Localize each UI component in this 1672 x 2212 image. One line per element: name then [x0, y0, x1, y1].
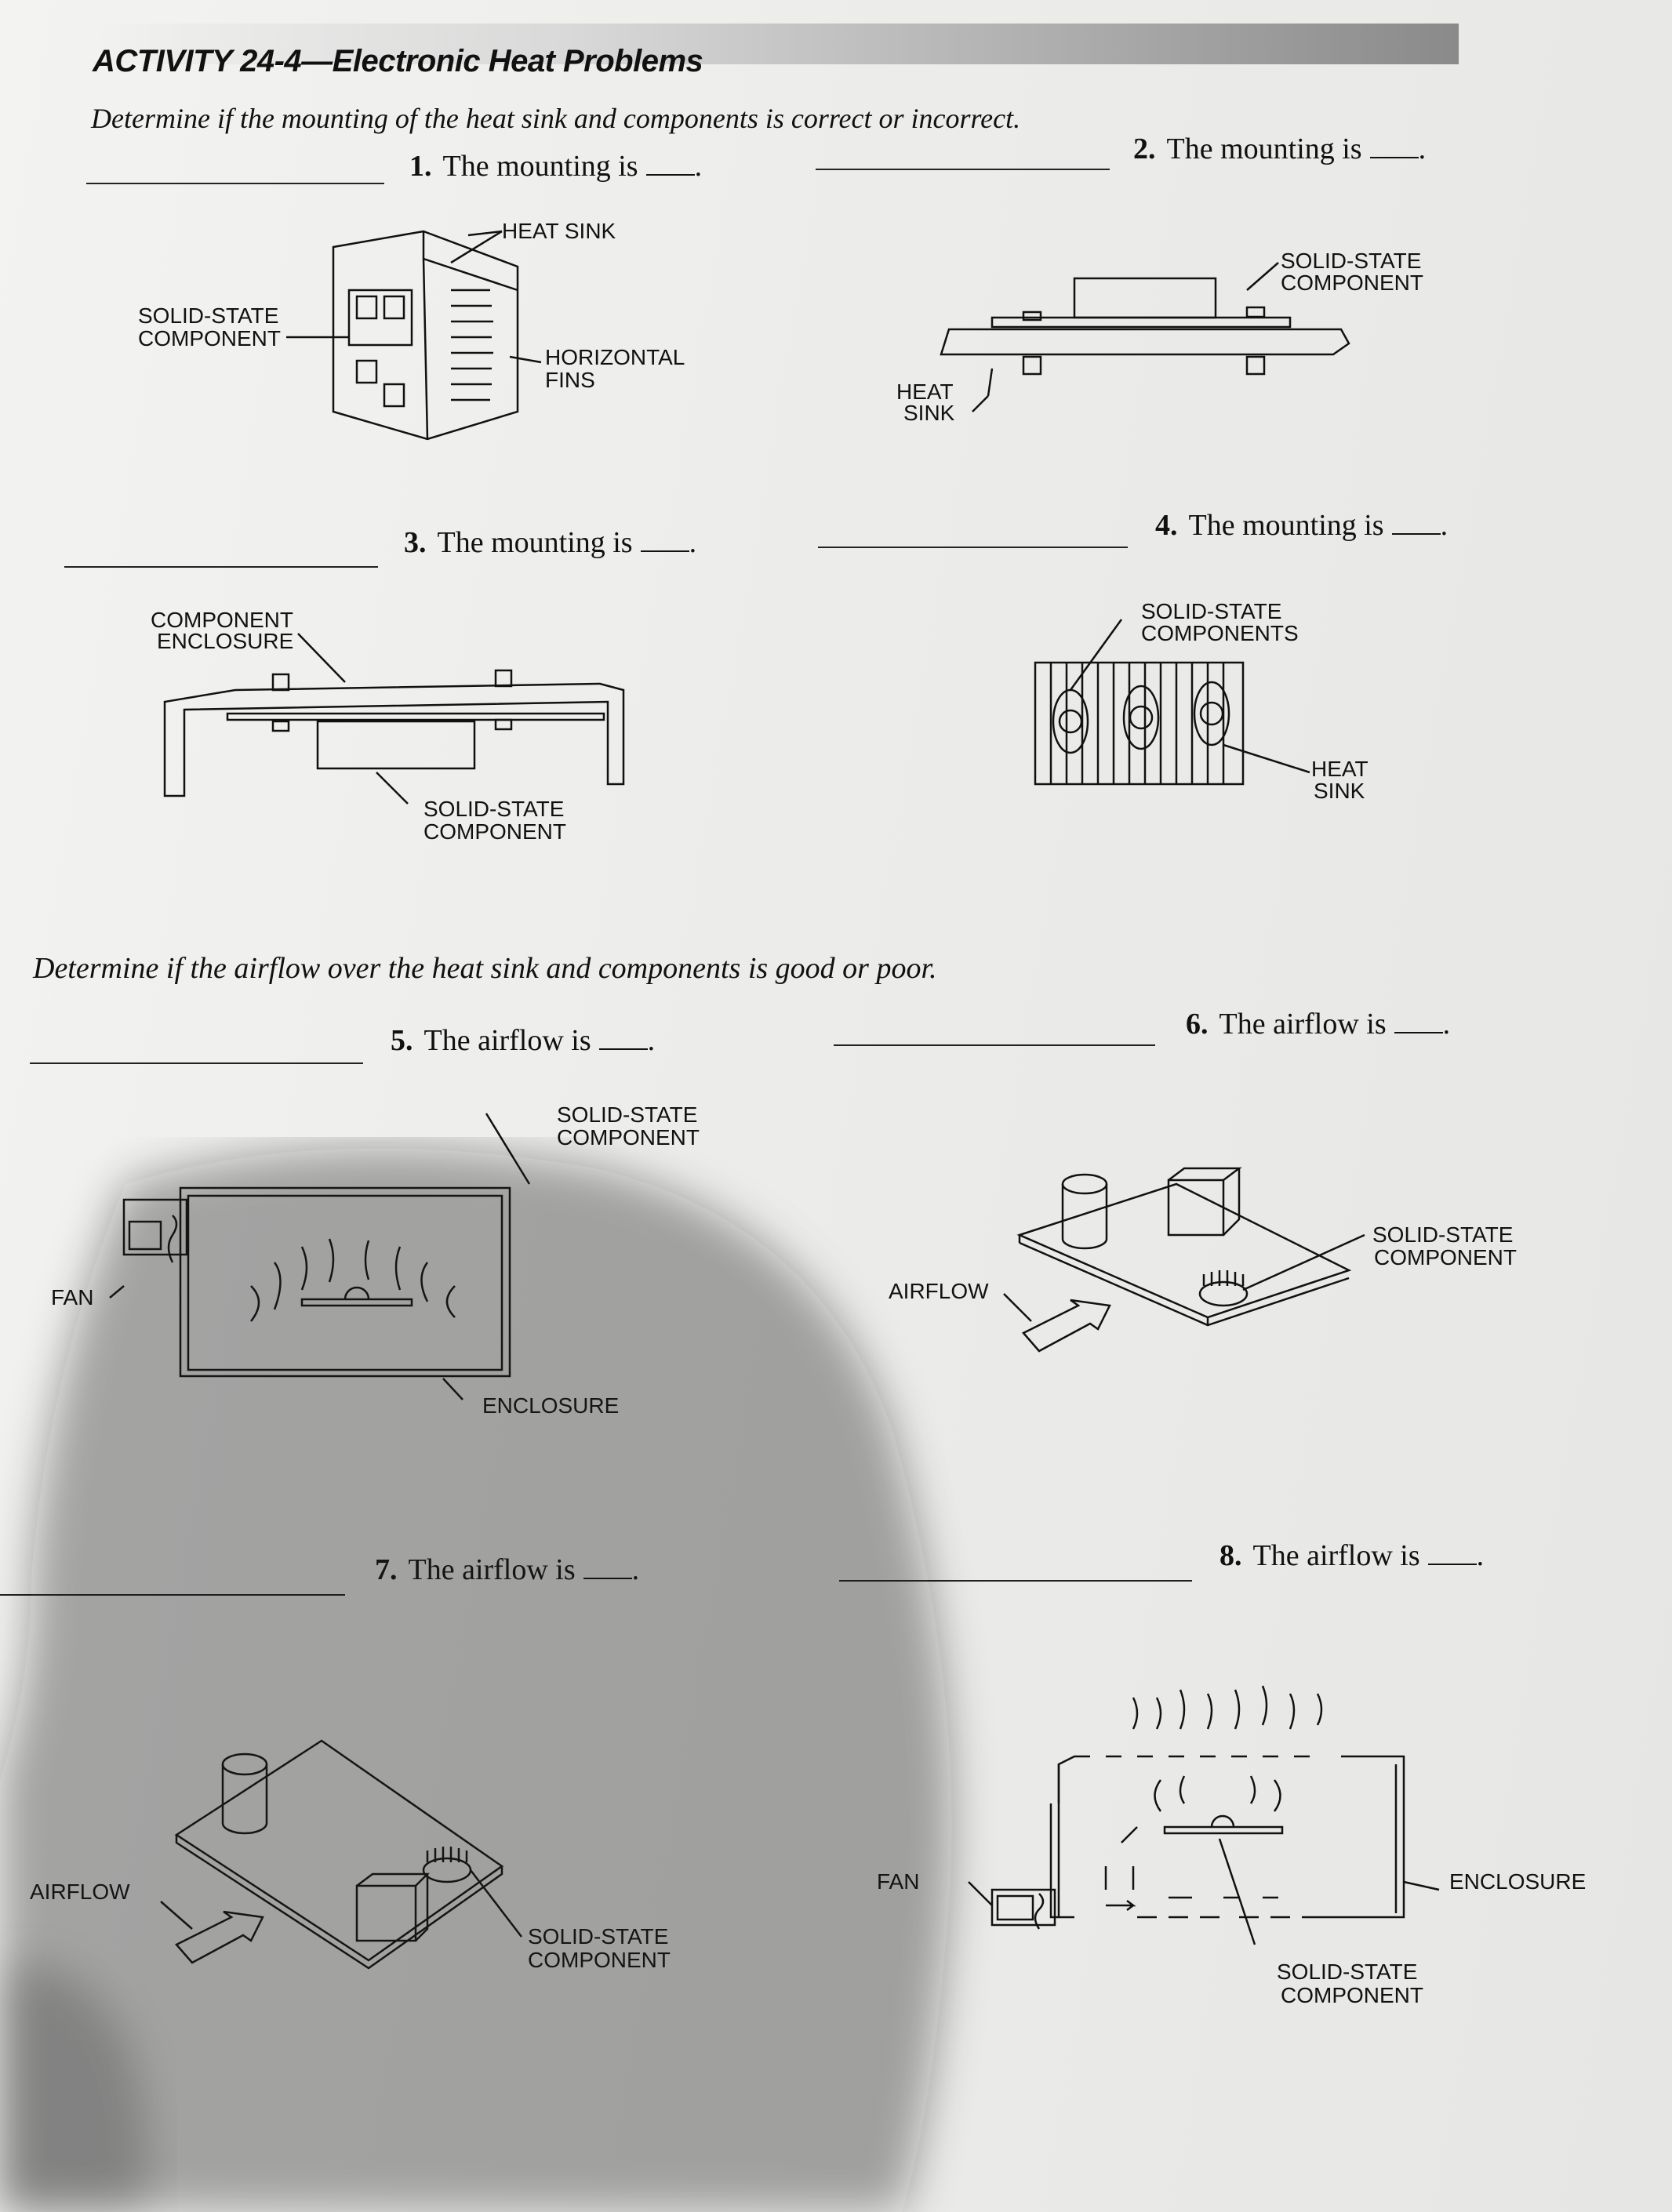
- label-airflow: AIRFLOW: [30, 1880, 130, 1904]
- answer-line-6[interactable]: [834, 1044, 1155, 1046]
- label-components-l1: SOLID-STATE: [1141, 599, 1282, 623]
- title-banner: [86, 24, 1459, 64]
- label-heat-sink-l1: HEAT: [1311, 757, 1368, 781]
- label-enclosure-l1: COMPONENT: [151, 608, 293, 632]
- label-component-l2: COMPONENT: [1281, 1983, 1423, 2007]
- answer-line-3[interactable]: [64, 566, 378, 568]
- label-component-l2: COMPONENT: [528, 1948, 671, 1972]
- question-2: 2.The mounting is.: [1133, 133, 1427, 165]
- label-component-l2: COMPONENT: [1281, 271, 1423, 295]
- label-component-l1: SOLID-STATE: [1281, 249, 1422, 273]
- activity-title: ACTIVITY 24-4—Electronic Heat Problems: [93, 44, 703, 78]
- answer-line-2[interactable]: [816, 169, 1110, 170]
- answer-line-1[interactable]: [86, 183, 384, 184]
- label-component-l2: COMPONENT: [557, 1125, 700, 1150]
- fig8-enclosure-drawing: [968, 1685, 1440, 1945]
- fig1-heat-sink-drawing: [286, 230, 542, 441]
- label-heat-sink-l2: SINK: [1314, 779, 1365, 803]
- fig2-heat-sink-drawing: [940, 262, 1350, 412]
- label-component-l1: SOLID-STATE: [423, 797, 565, 821]
- label-component-l1: SOLID-STATE: [1277, 1960, 1418, 1984]
- airflow-instruction: Determine if the airflow over the heat s…: [33, 952, 937, 985]
- label-component-l2: COMPONENT: [1374, 1245, 1517, 1269]
- answer-line-5[interactable]: [30, 1062, 363, 1064]
- answer-line-8[interactable]: [839, 1580, 1192, 1582]
- fig3-enclosure-drawing: [163, 633, 625, 805]
- fig6-board-drawing: [1003, 1167, 1365, 1353]
- question-3: 3.The mounting is.: [404, 526, 697, 559]
- label-heat-sink-l2: SINK: [903, 401, 955, 425]
- label-enclosure: ENCLOSURE: [1449, 1869, 1587, 1894]
- label-fins-l1: HORIZONTAL: [545, 345, 685, 369]
- label-component-l2: COMPONENT: [423, 819, 566, 844]
- label-component-l1: SOLID-STATE: [557, 1102, 698, 1127]
- label-fins-l2: FINS: [545, 368, 595, 392]
- fig5-enclosure-drawing: [109, 1113, 531, 1400]
- label-enclosure-l2: ENCLOSURE: [157, 629, 294, 653]
- label-fan: FAN: [51, 1285, 94, 1309]
- answer-line-4[interactable]: [818, 547, 1128, 548]
- label-heat-sink: HEAT SINK: [502, 219, 616, 243]
- question-5: 5.The airflow is.: [391, 1024, 656, 1057]
- fig7-board-drawing: [160, 1739, 522, 1970]
- label-heat-sink-l1: HEAT: [896, 380, 954, 404]
- label-component-l1: SOLID-STATE: [1372, 1222, 1514, 1247]
- label-component-l1: SOLID-STATE: [138, 303, 279, 328]
- label-enclosure: ENCLOSURE: [482, 1393, 620, 1418]
- question-8: 8.The airflow is.: [1219, 1539, 1485, 1572]
- mounting-instruction: Determine if the mounting of the heat si…: [91, 103, 1021, 134]
- label-component-l1: SOLID-STATE: [528, 1924, 669, 1949]
- label-components-l2: COMPONENTS: [1141, 621, 1299, 645]
- question-6: 6.The airflow is.: [1186, 1008, 1451, 1041]
- fig4-heat-sink-drawing: [1034, 619, 1310, 786]
- label-fan: FAN: [877, 1869, 920, 1894]
- question-4: 4.The mounting is.: [1155, 509, 1448, 542]
- label-airflow: AIRFLOW: [889, 1279, 989, 1303]
- label-component-l2: COMPONENT: [138, 326, 281, 351]
- question-1: 1.The mounting is.: [409, 150, 703, 183]
